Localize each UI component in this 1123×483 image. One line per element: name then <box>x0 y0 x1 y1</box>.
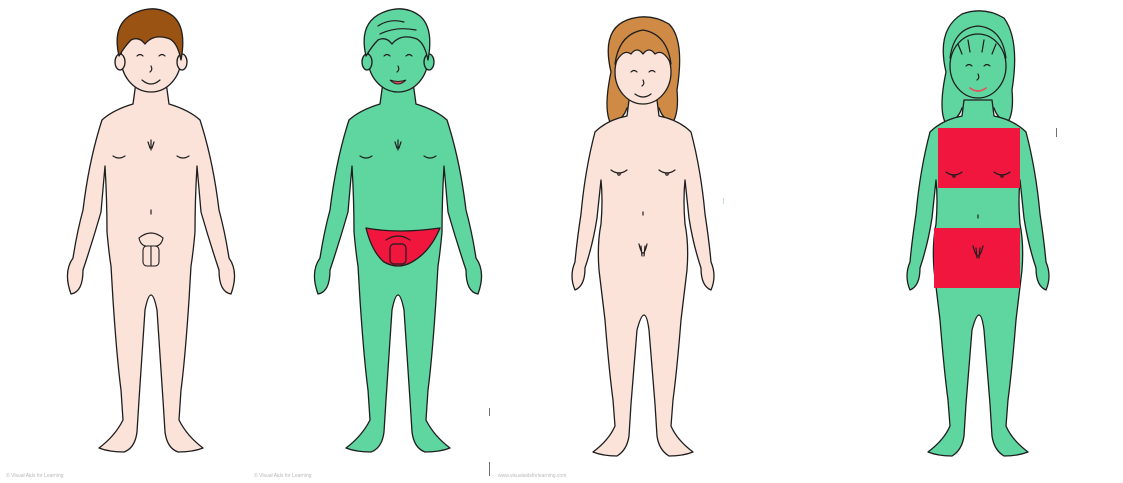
girl-body <box>572 100 714 456</box>
footer-credit-left: © Visual Aids for Learning <box>6 473 64 479</box>
footer-credit-mid-left: © Visual Aids for Learning <box>254 473 312 479</box>
footer-credit-center: www.visualaidsforlearning.com <box>498 473 566 479</box>
boy-figure-colored <box>300 0 500 483</box>
girl-figure-uncolored <box>545 0 745 483</box>
boy-figure-uncolored <box>53 0 253 483</box>
divider-mark <box>1056 128 1057 137</box>
boy-body <box>67 82 234 452</box>
divider-mark <box>723 198 724 204</box>
girl-figure-colored <box>880 0 1080 483</box>
private-zone-chest <box>938 128 1020 188</box>
divider-mark <box>489 462 490 476</box>
divider-mark <box>489 408 490 416</box>
boy-green-body <box>314 82 481 452</box>
